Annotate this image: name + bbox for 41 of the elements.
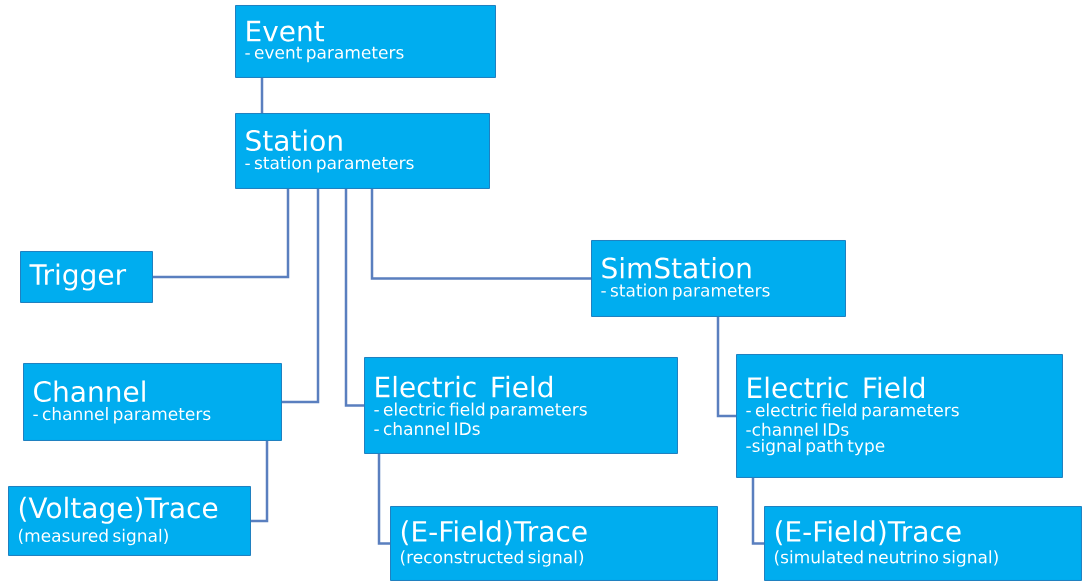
description: - channel IDs: [374, 421, 480, 436]
class-box: [235, 5, 496, 78]
heading: Trigger: [29, 263, 127, 291]
description: - channel parameters: [33, 407, 211, 424]
heading: SimStation: [602, 256, 751, 279]
connector-line: [251, 441, 269, 523]
description: -signal path type: [746, 438, 885, 456]
description: - station parameters: [601, 283, 770, 301]
class-box: [390, 506, 718, 581]
description: (simulated neutrino signal): [774, 550, 998, 567]
class-box: [8, 486, 251, 556]
connector-line: [260, 78, 264, 113]
description: - electric field parameters: [374, 402, 587, 419]
heading: (Voltage)Trace: [19, 496, 218, 524]
connector-line: [751, 478, 764, 545]
description: - station parameters: [245, 156, 414, 173]
connector-line: [282, 189, 320, 404]
class-box: [364, 357, 678, 454]
heading: (E-Field)Trace: [401, 520, 587, 546]
connector-line: [153, 189, 290, 279]
description: -channel IDs: [746, 422, 849, 436]
class-box: [20, 251, 153, 303]
description: (reconstructed signal): [400, 550, 584, 567]
class-box: [23, 363, 282, 441]
class-box: [764, 506, 1082, 581]
heading: Event: [247, 20, 325, 42]
class-box: [736, 354, 1063, 478]
heading: Station: [246, 129, 342, 152]
heading: Channel: [34, 380, 145, 403]
connector-line: [716, 317, 736, 418]
class-box: [235, 113, 490, 189]
heading: (E-Field)Trace: [775, 520, 961, 546]
description: - electric field parameters: [746, 403, 959, 420]
description: (measured signal): [18, 528, 168, 546]
connector-line: [344, 189, 364, 407]
class-box: [591, 240, 846, 317]
heading: Electric Field: [376, 375, 552, 398]
connector-line: [377, 454, 390, 545]
connector-line: [370, 189, 591, 280]
heading: Electric Field: [748, 376, 924, 399]
description: - event parameters: [245, 46, 404, 63]
